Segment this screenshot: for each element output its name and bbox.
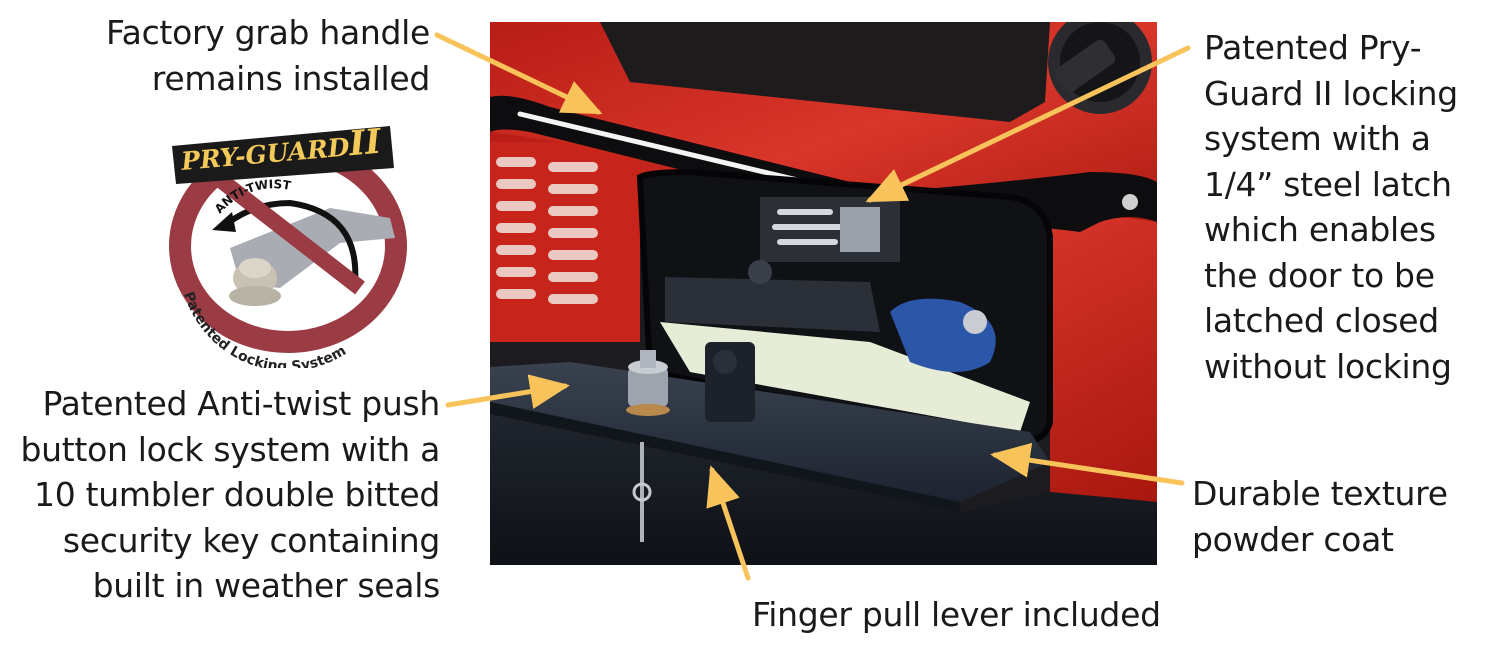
callout-finger-pull: Finger pull lever included xyxy=(752,592,1161,638)
callout-line: Factory grab handle xyxy=(106,13,430,52)
callout-line: without locking xyxy=(1204,346,1452,386)
callout-grab-handle: Factory grab handle remains installed xyxy=(106,10,430,101)
callout-line: Patented Pry- xyxy=(1204,28,1422,67)
callout-line: Patented Anti-twist push xyxy=(42,384,441,423)
product-photo xyxy=(490,22,1157,565)
callout-pry-guard: Patented Pry- Guard II locking system wi… xyxy=(1204,25,1458,389)
callout-powder-coat: Durable texture powder coat xyxy=(1192,471,1448,562)
callout-anti-twist: Patented Anti-twist push button lock sys… xyxy=(20,381,441,609)
callout-line: button lock system with a xyxy=(20,429,441,469)
callout-line: which enables xyxy=(1204,210,1436,249)
callout-line: 1/4” steel latch xyxy=(1204,164,1452,204)
callout-line: Guard II locking xyxy=(1204,73,1458,113)
callout-line: system with a xyxy=(1204,119,1431,158)
callout-line: Durable texture xyxy=(1192,474,1448,513)
callout-line: Finger pull lever included xyxy=(752,595,1161,634)
pry-guard-logo: PRY-GUARDII ANTI-TWIST Patented Locking … xyxy=(169,122,407,368)
callout-line: powder coat xyxy=(1192,519,1394,559)
callout-line: the door to be xyxy=(1204,255,1435,295)
callout-line: 10 tumbler double bitted xyxy=(34,475,440,514)
callout-line: built in weather seals xyxy=(92,566,441,605)
callout-line: security key containing xyxy=(62,520,440,560)
callout-line: latched closed xyxy=(1204,301,1439,340)
callout-line: remains installed xyxy=(151,58,431,98)
